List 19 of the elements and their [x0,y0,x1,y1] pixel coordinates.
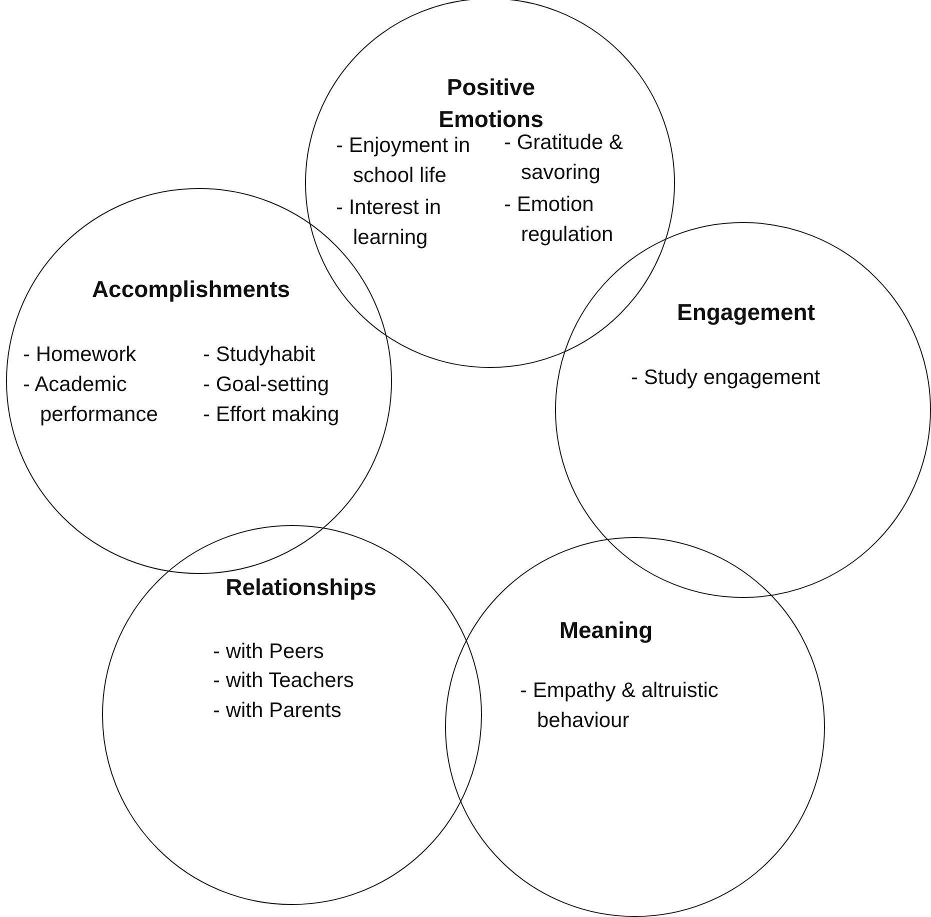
bullet-item: - Effort making [203,402,340,428]
circle-node [445,537,825,917]
bullet-item: - Study engagement [631,365,822,391]
bullet-item: - Homework [23,342,138,368]
bullet-item: - with Teachers [213,668,355,694]
circle-node [102,525,482,905]
bullet-item: - with Peers [213,639,325,665]
bullet-item: - Studyhabit [203,342,316,368]
circle-heading: Meaning [558,616,654,645]
bullet-item: - Academic performance [23,372,159,428]
circle-heading: Relationships [224,573,378,602]
bullet-item: - Emotion regulation [504,192,614,248]
bullet-item: - with Parents [213,698,342,724]
bullet-item: - Interest in learning [336,195,442,251]
bullet-item: - Empathy & altruistic behaviour [520,678,720,734]
circle-heading: Accomplishments [90,275,292,304]
circle-heading: Engagement [676,298,816,327]
bullet-item: - Goal-setting [203,372,330,398]
bullet-item: - Enjoyment in school life [336,133,472,189]
